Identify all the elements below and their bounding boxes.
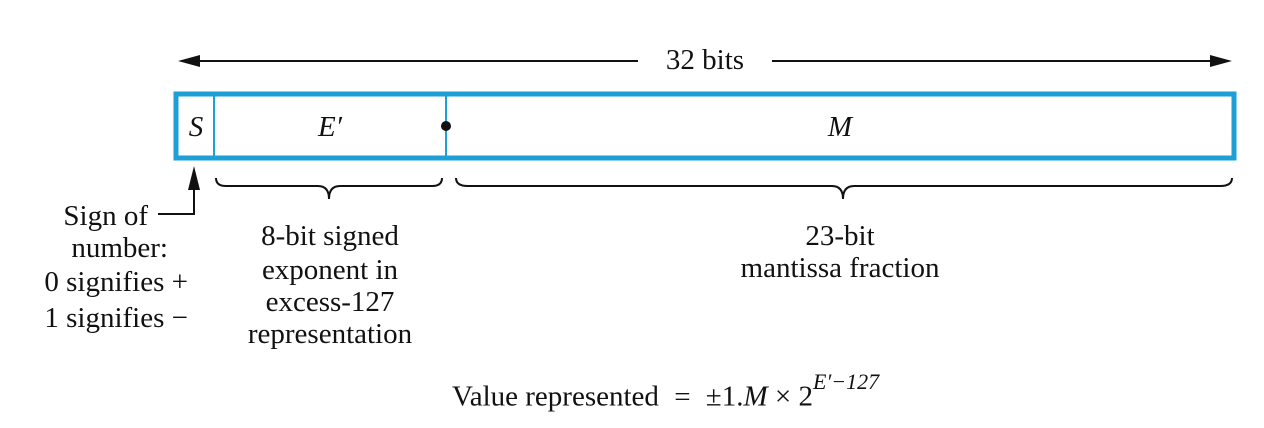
formula-exponent: E′−127 — [813, 369, 880, 394]
sign-annotation-line: 0 signifies + — [44, 266, 188, 298]
width-label: 32 bits — [665, 44, 745, 76]
value-formula: Value represented = ±1.M × 2E′−127 — [452, 369, 880, 413]
sign-pointer-line — [158, 186, 195, 215]
width-arrow-left-head — [178, 55, 200, 67]
width-arrow-right-head — [1210, 55, 1232, 67]
sign-annotation-line: 1 signifies − — [44, 302, 188, 334]
formula-times-base: × 2 — [774, 380, 813, 413]
formula-mantissa-symbol: M — [743, 380, 768, 413]
sign-annotation-line: Sign of — [63, 200, 148, 232]
formula-label: Value represented — [452, 380, 659, 413]
sign-pointer-head — [188, 166, 200, 190]
sign-field-label: S — [188, 111, 204, 143]
register-outline — [173, 91, 1237, 161]
sign-annotation-line: number: — [71, 232, 168, 264]
exponent-annotation-line: 8-bit signed — [261, 220, 399, 252]
exponent-brace — [215, 177, 443, 200]
formula-equals: = — [674, 380, 691, 413]
formula-expression: ±1. — [705, 380, 744, 413]
mantissa-annotation-line: 23-bit — [805, 220, 875, 252]
mantissa-annotation-line: mantissa fraction — [740, 252, 940, 284]
exponent-annotation-line: representation — [247, 318, 413, 350]
exponent-annotation-line: exponent in — [261, 254, 399, 286]
mantissa-brace — [455, 177, 1233, 200]
exponent-field-label: E′ — [317, 111, 343, 143]
width-arrow — [178, 55, 1232, 67]
sign-pointer — [158, 166, 200, 215]
binary-point-dot — [441, 121, 451, 131]
exponent-annotation-line: excess-127 — [265, 286, 395, 318]
mantissa-field-label: M — [827, 111, 853, 143]
register — [173, 91, 1237, 161]
